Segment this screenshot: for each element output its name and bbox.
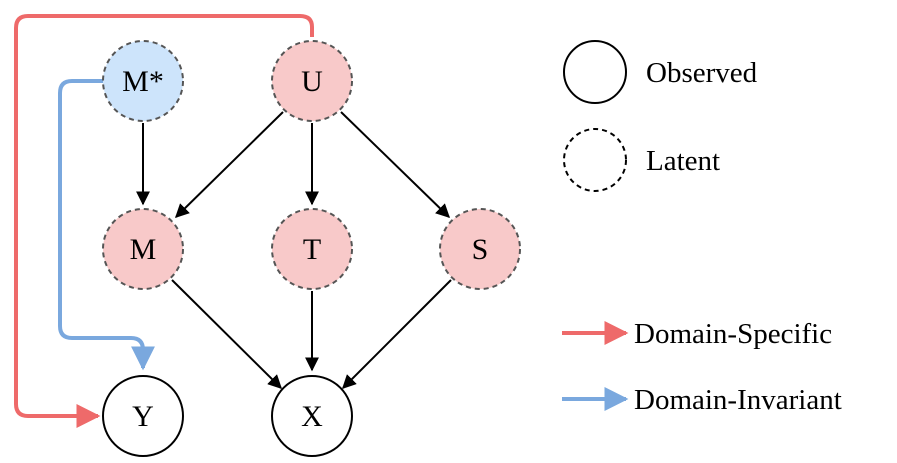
node-y: Y <box>102 375 184 457</box>
node-u-label: U <box>301 65 323 98</box>
node-m-label: M <box>130 233 157 266</box>
node-t: T <box>271 208 353 290</box>
edge-u-s <box>340 111 451 218</box>
node-x-label: X <box>301 400 323 433</box>
legend-observed-label: Observed <box>646 57 758 89</box>
legend-latent-label: Latent <box>646 145 720 177</box>
legend-observed-circle <box>563 40 627 104</box>
legend-domain-invariant: Domain-Invariant <box>562 384 842 416</box>
legend-domain-specific-label: Domain-Specific <box>634 318 832 350</box>
node-mstar: M* <box>102 40 184 122</box>
node-s: S <box>439 208 521 290</box>
node-x: X <box>271 375 353 457</box>
edge-u-m <box>175 111 284 218</box>
node-t-label: T <box>303 233 321 266</box>
node-m: M <box>102 208 184 290</box>
edge-s-x <box>342 279 452 389</box>
node-y-label: Y <box>132 400 154 433</box>
node-mstar-label: M* <box>122 65 164 98</box>
legend-latent: Latent <box>563 128 720 192</box>
node-s-label: S <box>472 233 489 266</box>
domain-invariant-path <box>58 79 155 371</box>
legend-latent-circle <box>563 128 627 192</box>
domain-specific-path <box>14 14 314 428</box>
legend-domain-invariant-label: Domain-Invariant <box>634 384 842 416</box>
node-u: U <box>271 40 353 122</box>
legend-observed: Observed <box>563 40 758 104</box>
legend-domain-specific: Domain-Specific <box>562 318 832 350</box>
edge-m-x <box>171 279 282 389</box>
legend: Observed Latent Domain-Specific Domain-I… <box>562 40 842 416</box>
